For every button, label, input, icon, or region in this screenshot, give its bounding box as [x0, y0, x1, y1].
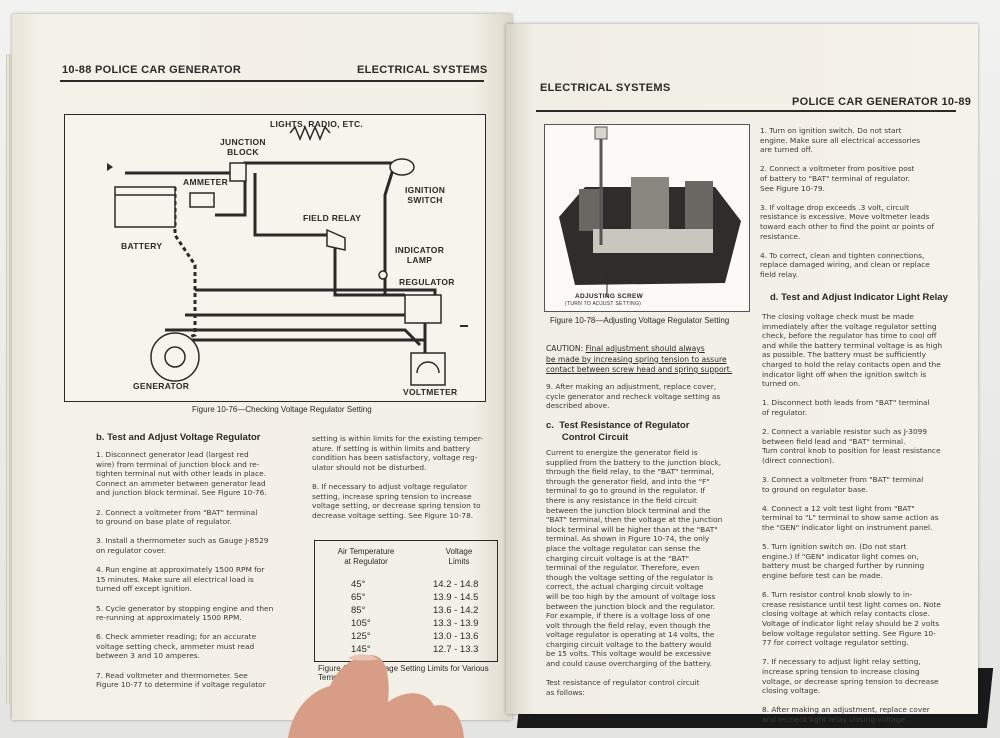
table-cell-voltage-limits: 14.2 - 14.8	[433, 579, 479, 590]
regulator-photo: ADJUSTING SCREW (TURN TO ADJUST SETTING)	[544, 124, 750, 312]
section-c-body: Current to energize the generator field …	[546, 448, 723, 697]
label-lights-radio: LIGHTS, RADIO, ETC.	[270, 119, 364, 129]
figure-10-76-caption: Figure 10-76—Checking Voltage Regulator …	[192, 405, 372, 414]
table-cell-temperature: 145°	[351, 644, 371, 655]
page-stack-edge	[6, 54, 16, 704]
right-page-header-title: POLICE CAR GENERATOR 10-89	[792, 96, 972, 108]
label-ignition-switch: IGNITION SWITCH	[405, 185, 446, 205]
section-d-body: The closing voltage check must be made i…	[762, 312, 943, 724]
label-indicator-lamp: INDICATOR LAMP	[395, 245, 445, 265]
right-page-header-section: ELECTRICAL SYSTEMS	[540, 82, 671, 94]
regulator-illustration	[545, 125, 749, 311]
hand-holding-page	[288, 654, 464, 738]
label-battery: BATTERY	[121, 241, 163, 251]
label-generator: GENERATOR	[133, 381, 190, 391]
step-9-text: 9. After making an adjustment, replace c…	[546, 382, 721, 411]
table-cell-temperature: 105°	[351, 618, 371, 629]
wiring-diagram-figure: LIGHTS, RADIO, ETC. JUNCTION BLOCK AMMET…	[64, 114, 486, 402]
table-cell-voltage-limits: 13.3 - 13.9	[433, 618, 479, 629]
table-cell-voltage-limits: 13.9 - 14.5	[433, 592, 479, 603]
section-b-column-1: 1. Disconnect generator lead (largest re…	[96, 450, 274, 690]
table-cell-temperature: 45°	[351, 579, 366, 590]
open-manual: 10-88 POLICE CAR GENERATOR ELECTRICAL SY…	[6, 14, 988, 724]
label-adjusting-screw-note: (TURN TO ADJUST SETTING)	[565, 301, 642, 307]
table-cell-voltage-limits: 13.0 - 13.6	[433, 631, 479, 642]
table-cell-temperature: 125°	[351, 631, 371, 642]
label-adjusting-screw: ADJUSTING SCREW	[575, 293, 644, 300]
table-cell-temperature: 85°	[351, 605, 366, 616]
section-d-title: d. Test and Adjust Indicator Light Relay	[770, 292, 948, 303]
left-page: 10-88 POLICE CAR GENERATOR ELECTRICAL SY…	[12, 14, 512, 720]
section-b-title: b. Test and Adjust Voltage Regulator	[96, 432, 261, 443]
right-header-rule	[536, 110, 956, 112]
table-cell-voltage-limits: 13.6 - 14.2	[433, 605, 479, 616]
label-regulator: REGULATOR	[399, 277, 455, 287]
table-cell-voltage-limits: 12.7 - 13.3	[433, 644, 479, 655]
left-header-rule	[60, 80, 484, 82]
caution-text: Final adjustment should always be made b…	[546, 344, 733, 374]
label-voltmeter: VOLTMETER	[403, 387, 458, 397]
section-b-column-2: setting is within limits for the existin…	[312, 434, 483, 520]
left-page-header-title: 10-88 POLICE CAR GENERATOR	[62, 64, 242, 76]
left-page-header-section: ELECTRICAL SYSTEMS	[357, 64, 488, 76]
label-junction-block: JUNCTION BLOCK	[220, 137, 266, 157]
wiring-diagram	[107, 125, 468, 386]
right-page: ELECTRICAL SYSTEMS POLICE CAR GENERATOR …	[506, 24, 978, 724]
table-header-temperature: Air Temperature at Regulator	[337, 547, 395, 566]
figure-10-78-caption: Figure 10-78—Adjusting Voltage Regulator…	[550, 316, 730, 325]
section-c-steps-1-4: 1. Turn on ignition switch. Do not start…	[760, 126, 935, 279]
caution-note: CAUTION: Final adjustment should always …	[546, 344, 756, 376]
section-c-title: c. Test Resistance of Regulator Control …	[546, 420, 690, 443]
table-header-voltage: Voltage Limits	[445, 547, 473, 566]
caution-label: CAUTION:	[546, 344, 584, 353]
table-cell-temperature: 65°	[351, 592, 366, 603]
label-ammeter: AMMETER	[183, 177, 229, 187]
voltage-limits-table: Air Temperature at Regulator Voltage Lim…	[314, 540, 498, 662]
label-field-relay: FIELD RELAY	[303, 213, 362, 223]
